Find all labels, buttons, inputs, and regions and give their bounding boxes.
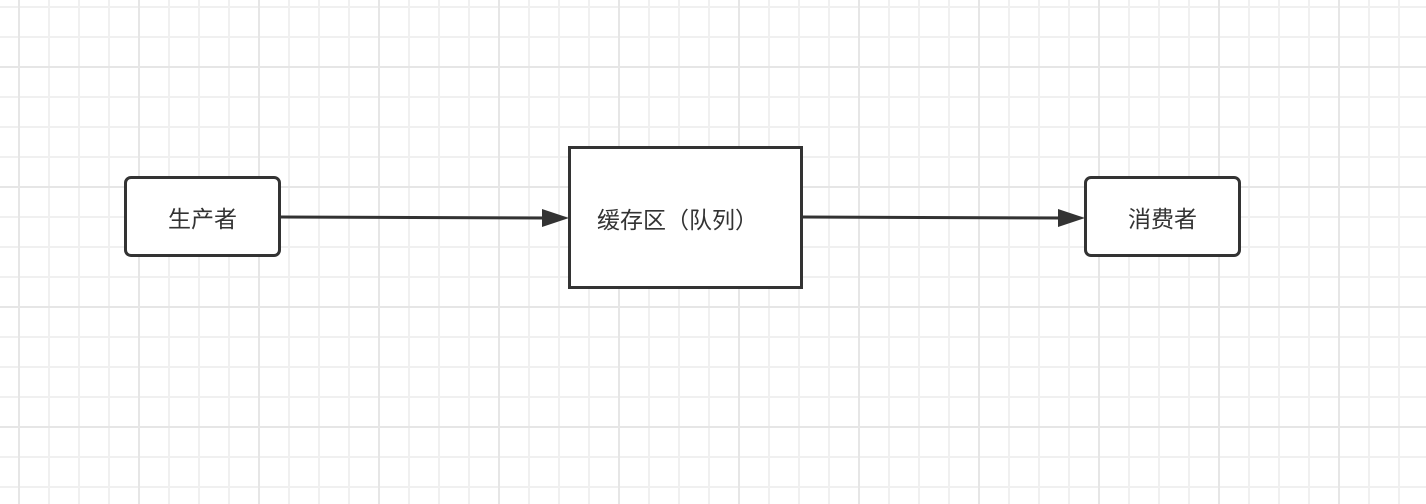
arrow-producer-to-buffer [279,209,569,227]
consumer-label: 消费者 [1128,206,1197,233]
buffer-label: 缓存区（队列） [597,207,758,234]
buffer-queue-node[interactable]: 缓存区（队列） [568,146,803,289]
arrow-buffer-to-consumer [801,209,1085,227]
consumer-node[interactable]: 消费者 [1084,176,1241,257]
producer-node[interactable]: 生产者 [124,176,281,257]
producer-label: 生产者 [168,206,237,233]
